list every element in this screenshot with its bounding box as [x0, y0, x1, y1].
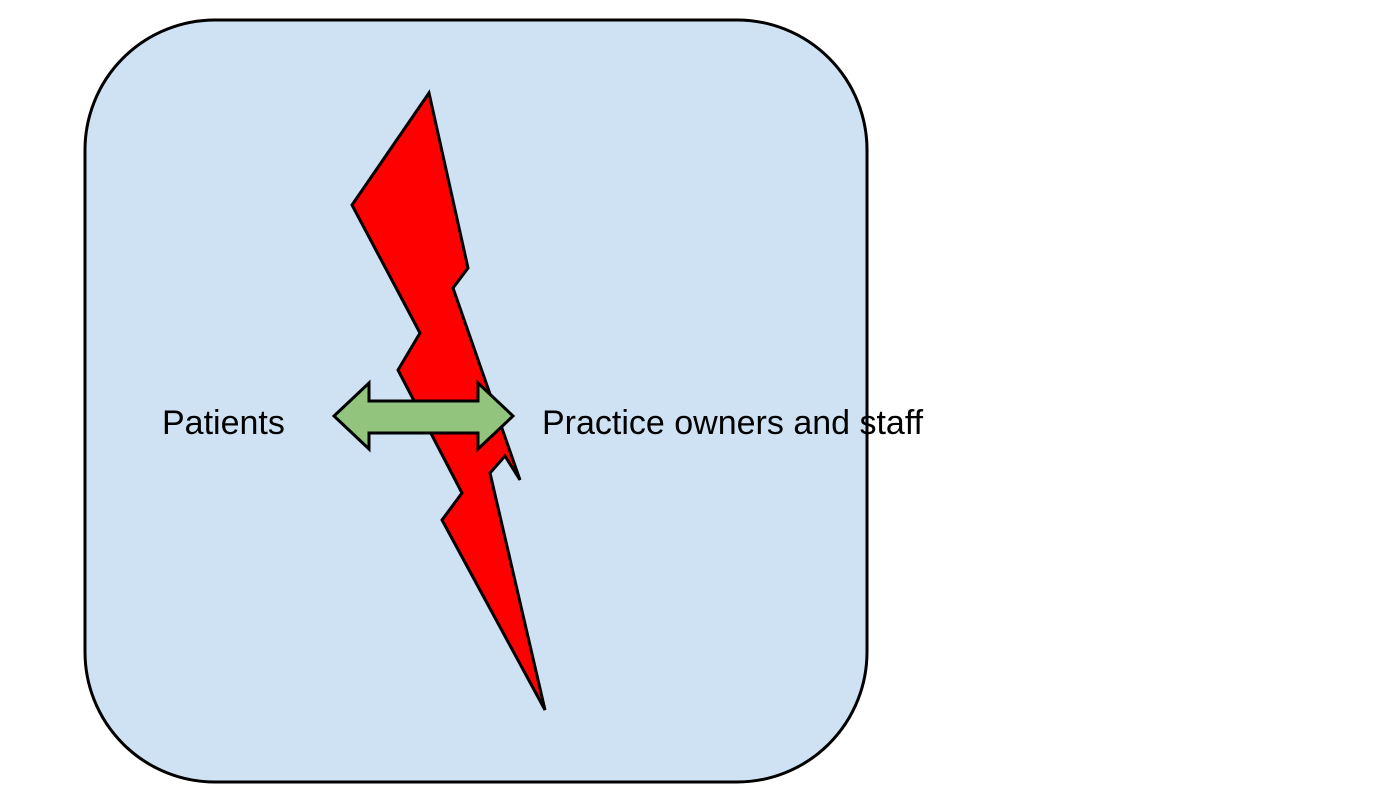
- double-arrow-icon: [331, 379, 516, 453]
- label-patients: Patients: [162, 404, 285, 442]
- label-practice-owners-and-staff: Practice owners and staff: [542, 404, 924, 442]
